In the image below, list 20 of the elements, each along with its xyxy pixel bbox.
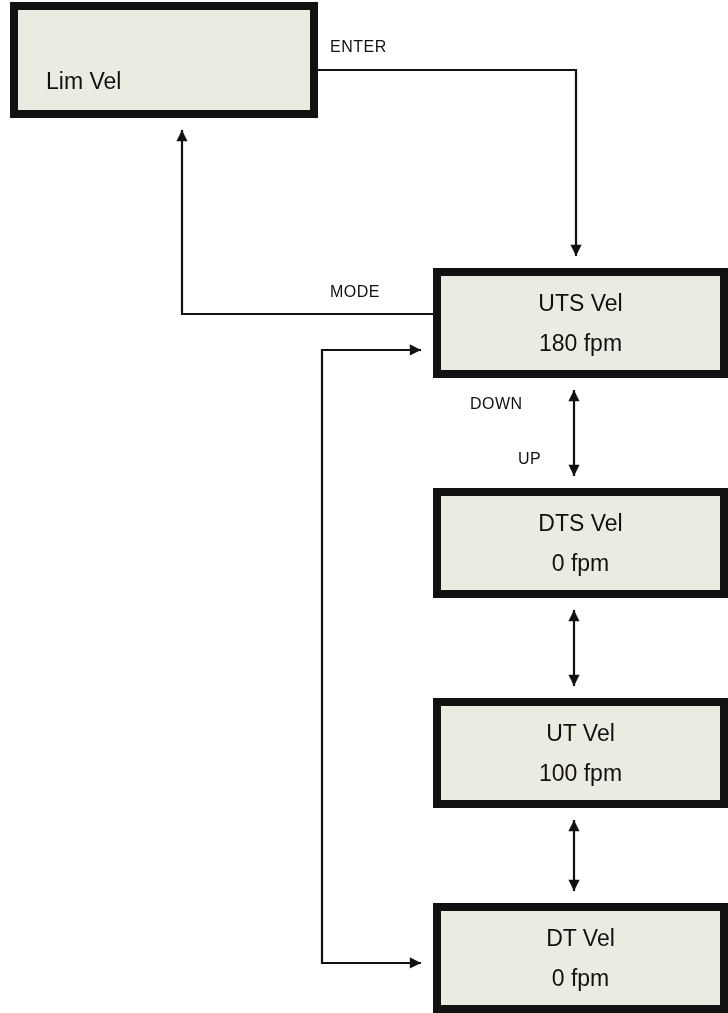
display-text: 180 fpm — [538, 330, 623, 357]
display-box — [433, 903, 728, 1013]
arrow — [320, 344, 421, 969]
display-text: Lim Vel — [46, 68, 122, 95]
display-box — [10, 2, 318, 118]
arrow — [568, 610, 580, 686]
display-text: UTS Vel — [538, 290, 623, 317]
display-text: DT Vel — [546, 925, 615, 952]
arrow — [176, 130, 433, 316]
display-text: 0 fpm — [551, 550, 610, 577]
arrow — [568, 390, 580, 476]
display-text: UT Vel — [546, 720, 615, 747]
display-text: 0 fpm — [551, 965, 610, 992]
display-text: DTS Vel — [538, 510, 623, 537]
arrow — [318, 68, 582, 256]
display-box — [433, 268, 728, 378]
arrow — [568, 820, 580, 891]
display-box — [433, 488, 728, 598]
display-text: 100 fpm — [538, 760, 623, 787]
display-box — [433, 698, 728, 808]
